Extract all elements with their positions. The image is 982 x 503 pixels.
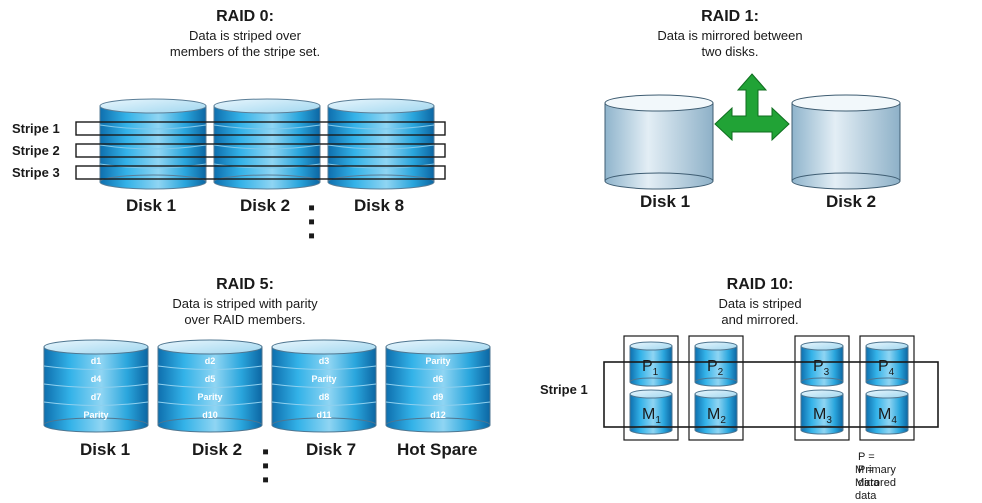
mirror-arrow-icon — [714, 73, 790, 142]
raid5-cell: d7 — [91, 392, 102, 402]
raid5-cell: d8 — [319, 392, 330, 402]
raid5-cell: d1 — [91, 356, 102, 366]
raid0-desc-line1: Data is striped over — [189, 28, 301, 43]
raid5-cell: d2 — [205, 356, 216, 366]
raid10-stripe-1-label: Stripe 1 — [540, 382, 588, 397]
raid5-cell: Parity — [311, 374, 336, 384]
raid5-cell: d4 — [91, 374, 102, 384]
raid0-title: RAID 0: — [216, 8, 274, 25]
raid1-graphic — [604, 73, 901, 190]
raid5-ellipsis: ▪ ▪ ▪ — [262, 441, 272, 491]
raid0-stripe-2-label: Stripe 2 — [12, 143, 60, 158]
raid5-disk-4: Parity d6 d9 d12 — [385, 339, 491, 433]
raid5-title: RAID 5: — [216, 276, 274, 293]
raid1-disk-2-label: Disk 2 — [826, 192, 877, 211]
legend-mirrored: M = Mirrored data — [855, 464, 896, 502]
raid10-stripe-band — [603, 361, 939, 428]
raid5-disk-2-label: Disk 2 — [192, 440, 243, 459]
raid1-disk-1 — [604, 94, 714, 190]
raid10-desc-line2: and mirrored. — [721, 312, 799, 327]
raid1-disk-1-label: Disk 1 — [640, 192, 691, 211]
raid5-cell: Parity — [425, 356, 450, 366]
raid0-desc-line2: members of the stripe set. — [169, 44, 321, 59]
raid5-disks-graphic: d1d4d7Parityd2d5Parityd10d3Parityd8d11Pa… — [43, 339, 491, 433]
raid1-desc-line1: Data is mirrored between — [657, 28, 803, 43]
raid5-hot-spare-label: Hot Spare — [397, 440, 478, 459]
raid0-stripe-3-band — [75, 165, 446, 180]
raid1-disk-2 — [791, 94, 901, 190]
raid0-stripe-3-label: Stripe 3 — [12, 165, 60, 180]
raid10-title: RAID 10: — [726, 276, 794, 293]
raid0-disk-2-label: Disk 2 — [240, 196, 291, 215]
raid0-disk-1-label: Disk 1 — [126, 196, 177, 215]
raid1-desc-line2: two disks. — [701, 44, 759, 59]
raid5-cell: d10 — [202, 410, 218, 420]
raid5-cell: d11 — [316, 410, 331, 420]
raid0-stripe-1-label: Stripe 1 — [12, 121, 60, 136]
raid5-cell: Parity — [83, 410, 108, 420]
raid5-desc-line1: Data is striped with parity — [172, 296, 318, 311]
raid5-cell: d12 — [430, 410, 446, 420]
raid1-title: RAID 1: — [701, 8, 759, 25]
raid0-disk-8-label: Disk 8 — [354, 196, 405, 215]
raid5-cell: d9 — [433, 392, 444, 402]
raid0-ellipsis: ▪ ▪ ▪ — [308, 197, 318, 247]
raid5-cell: d5 — [205, 374, 216, 384]
raid0-stripe-1-band — [75, 121, 446, 136]
raid0-stripe-2-band — [75, 143, 446, 158]
raid5-cell: Parity — [197, 392, 222, 402]
raid5-cell: d6 — [433, 374, 444, 384]
raid5-desc-line2: over RAID members. — [184, 312, 306, 327]
raid5-cell: d3 — [319, 356, 330, 366]
raid0-disks-graphic — [75, 98, 446, 190]
raid10-desc-line1: Data is striped — [718, 296, 802, 311]
raid5-disk-7-label: Disk 7 — [306, 440, 357, 459]
raid5-disk-1-label: Disk 1 — [80, 440, 131, 459]
